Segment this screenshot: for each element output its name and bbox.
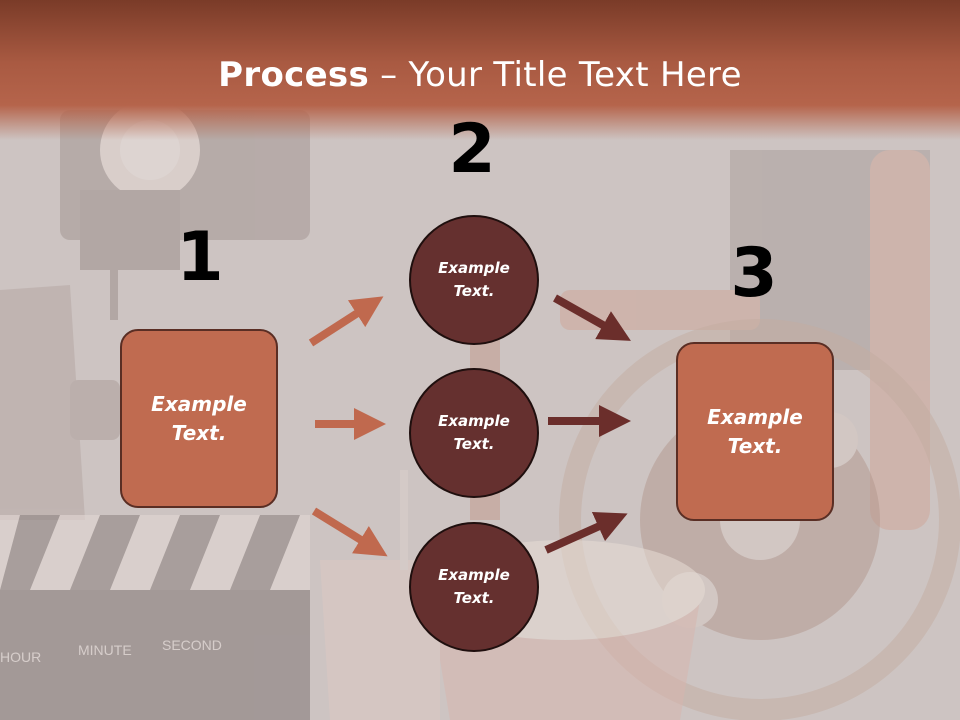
- slide-title: Process – Your Title Text Here: [0, 52, 960, 98]
- title-bar: [0, 0, 960, 140]
- step-3-text: Example Text.: [707, 404, 803, 458]
- circle-bottom-text: Example Text.: [438, 566, 510, 607]
- step-3-box: Example Text.: [676, 342, 834, 521]
- svg-text:SECOND: SECOND: [162, 637, 222, 653]
- title-bold-part: Process: [218, 55, 370, 95]
- circle-top-text: Example Text.: [438, 259, 510, 300]
- svg-text:MINUTE: MINUTE: [78, 642, 132, 658]
- step-1-text: Example Text.: [151, 391, 247, 445]
- arrow-to-top-circle: [308, 296, 384, 347]
- arrow-from-bottom-circle: [544, 511, 628, 554]
- step-number-3: 3: [730, 234, 778, 313]
- megaphone-image: [0, 285, 120, 520]
- circle-middle: Example Text.: [409, 368, 539, 498]
- clapperboard-image: HOUR MINUTE SECOND: [0, 515, 310, 720]
- arrow-to-bottom-circle: [311, 507, 388, 557]
- step-1-box: Example Text.: [120, 329, 278, 508]
- circle-bottom: Example Text.: [409, 522, 539, 652]
- svg-text:HOUR: HOUR: [0, 649, 41, 665]
- arrow-from-top-circle: [553, 294, 631, 341]
- step-number-2: 2: [448, 110, 496, 189]
- step-number-1: 1: [176, 218, 224, 297]
- circle-top: Example Text.: [409, 215, 539, 345]
- circle-middle-text: Example Text.: [438, 412, 510, 453]
- title-regular-part: – Your Title Text Here: [369, 55, 742, 95]
